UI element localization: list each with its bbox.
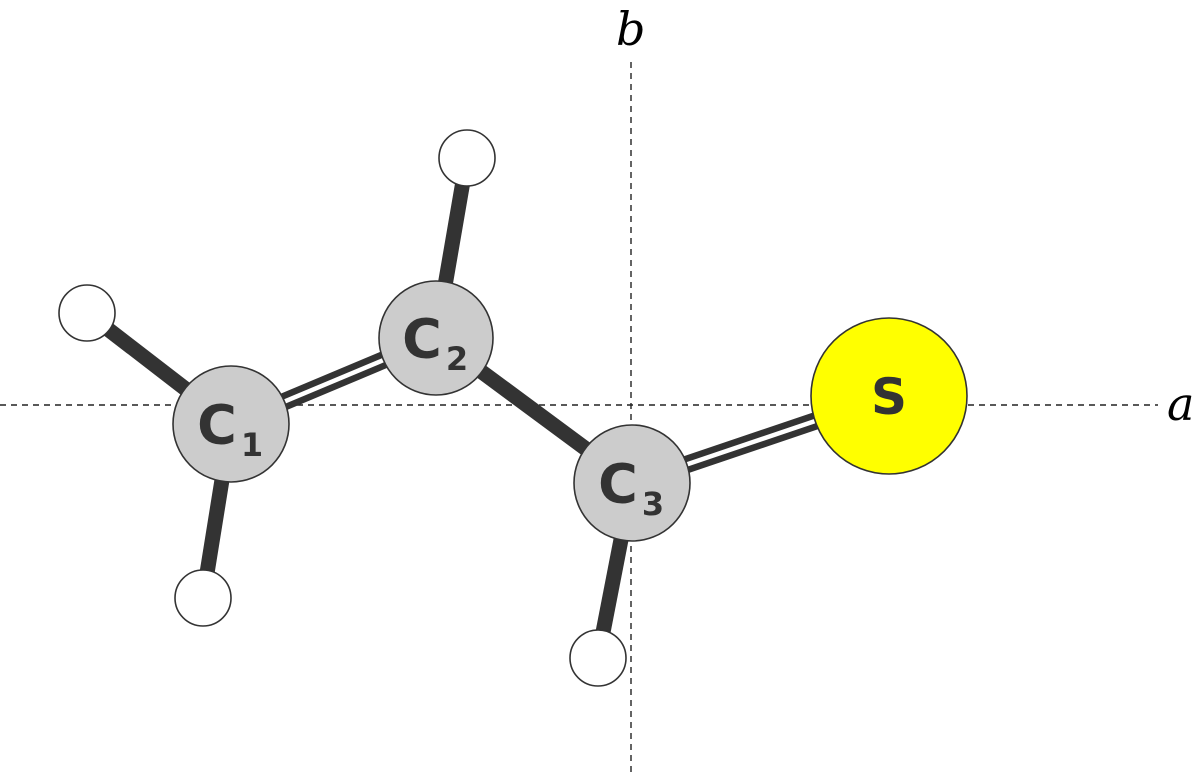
atom-c1-subscript: 1: [241, 426, 263, 464]
atom-s-label: S: [871, 368, 907, 426]
atom-h1a-circle: [58, 284, 116, 342]
atom-h2-circle: [438, 129, 496, 187]
atom-c2-subscript: 2: [446, 340, 468, 378]
b-axis-label: b: [616, 2, 645, 56]
a-axis-label: a: [1167, 377, 1194, 431]
atom-h3-circle: [569, 629, 627, 687]
atom-c3-circle: [573, 424, 691, 542]
atom-c2-circle: [378, 280, 494, 396]
atom-c3-subscript: 3: [642, 485, 664, 523]
atom-c1-label: C: [197, 393, 237, 456]
atom-h1a: [58, 284, 116, 342]
atom-c1-circle: [172, 365, 290, 483]
atom-h1b: [174, 569, 232, 627]
atom-c3-label: C: [598, 452, 638, 515]
atom-h1b-circle: [174, 569, 232, 627]
atom-c2-label: C: [402, 307, 442, 370]
atom-h3: [569, 629, 627, 687]
atom-s: S: [810, 317, 968, 475]
atom-s-circle: [810, 317, 968, 475]
atom-h2: [438, 129, 496, 187]
